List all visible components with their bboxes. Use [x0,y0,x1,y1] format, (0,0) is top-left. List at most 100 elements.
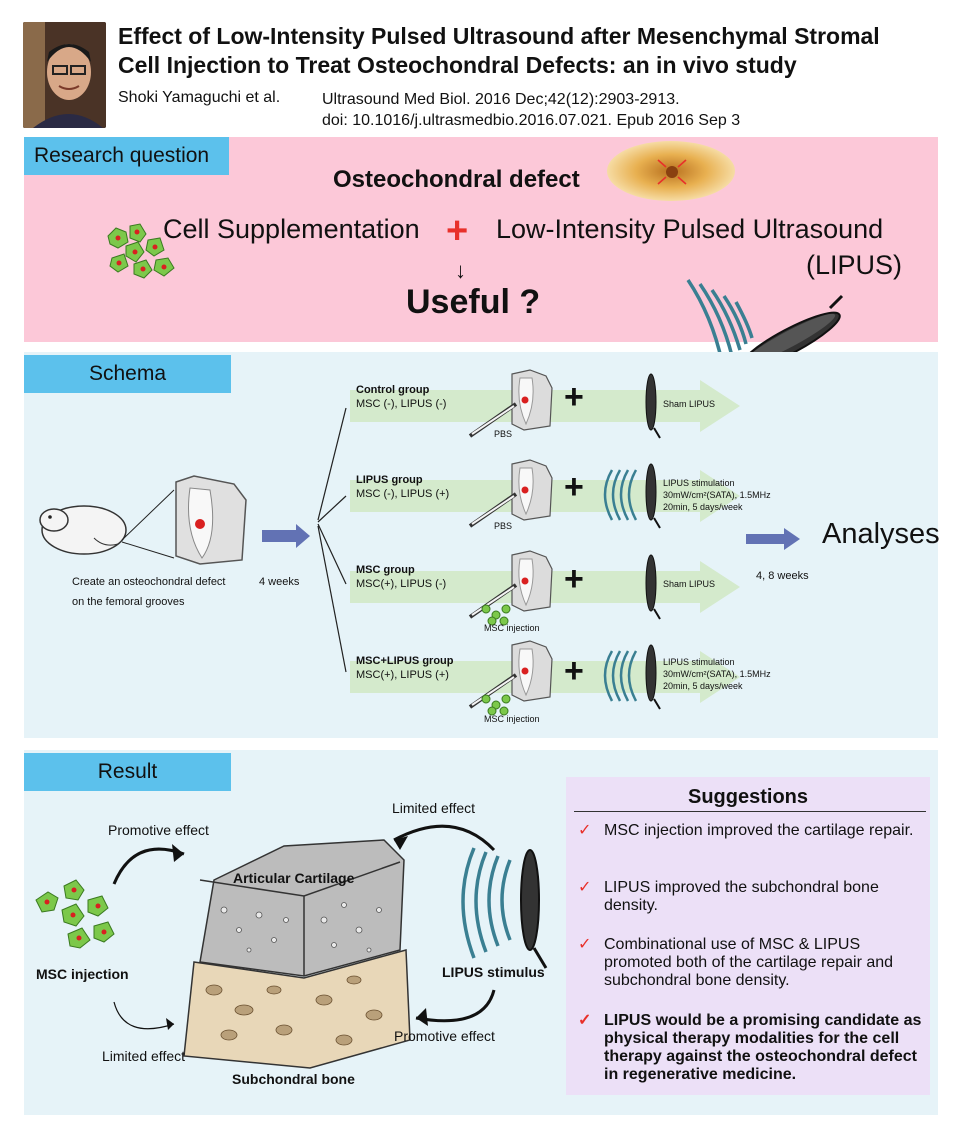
check-icon: ✓ [578,936,592,953]
cell-supplementation-label: Cell Supplementation [163,214,420,244]
msc-injection-label: MSC injection [36,966,129,982]
group-condition: MSC (-), LIPUS (-) [356,398,447,410]
group-name: MSC+LIPUS group [356,655,454,667]
limited-effect-top: Limited effect [392,800,476,816]
cell-cluster-icon [107,223,175,279]
suggestion-item-highlight: ✓ LIPUS would be a promising candidate a… [578,1012,923,1084]
group-name: LIPUS group [356,474,423,486]
lipus-full-label: Low-Intensity Pulsed Ultrasound [496,214,884,244]
defect-caption-1: Create an osteochondral defect [72,576,226,588]
treatment-line: LIPUS stimulation [663,478,735,488]
check-icon: ✓ [578,879,592,896]
msc-cell-icon [487,706,497,716]
ultrasound-wave [627,650,638,702]
probe-cable [653,517,661,529]
probe-icon [645,463,657,521]
rat-and-femur-drawing [39,475,310,565]
plus-sign: + [446,210,469,252]
title-line-2: Cell Injection to Treat Osteochondral De… [118,52,797,78]
treatment-label: Sham LIPUS [663,399,716,409]
msc-cell-icon [487,616,497,626]
injection-label: PBS [494,429,513,439]
group-lipus: LIPUS group MSC (-), LIPUS (+) [356,474,449,502]
suggestions-title: Suggestions [687,786,808,808]
promotive-effect-bottom: Promotive effect [394,1028,495,1044]
group-msc: MSC group MSC(+), LIPUS (-) [356,564,446,592]
msc-cell-icon [481,694,491,704]
msc-cell-icon [481,604,491,614]
timepoints-label: 4, 8 weeks [756,570,809,582]
plus-icon: + [564,560,584,598]
syringe-body [471,405,515,435]
cartilage-diagram [35,824,548,1069]
treatment-label: LIPUS stimulation 30mW/cm²(SATA), 1.5MHz… [663,656,771,692]
defect-dot [521,396,529,404]
suggestion-text: LIPUS would be a promising candidate as … [604,1012,922,1083]
syringe-body [471,495,515,525]
lipus-stimulus-label: LIPUS stimulus [442,964,545,980]
group-row-graphic [350,640,740,716]
injection-label: PBS [494,521,513,531]
title-line-1: Effect of Low-Intensity Pulsed Ultrasoun… [118,23,880,49]
group-condition: MSC (-), LIPUS (+) [356,488,450,500]
subchondral-bone-label: Subchondral bone [232,1071,355,1087]
injection-label: MSC injection [484,623,540,633]
group-row-graphic [350,369,740,439]
ultrasound-wave [611,469,622,521]
authors: Shoki Yamaguchi et al. [118,89,281,106]
msc-cell-icon [499,616,509,626]
group-msc-lipus: MSC+LIPUS group MSC(+), LIPUS (+) [356,655,453,683]
treatment-line: 20min, 5 days/week [663,681,743,691]
group-row-graphic [350,550,740,626]
lipus-abbr-label: (LIPUS) [806,250,903,280]
suggestion-item: ✓ MSC injection improved the cartilage r… [578,822,923,840]
paper-title: Effect of Low-Intensity Pulsed Ultrasoun… [118,22,958,80]
suggestions-divider [574,811,926,812]
probe-cable [653,427,661,439]
citation: Ultrasound Med Biol. 2016 Dec;42(12):290… [322,89,740,131]
ultrasound-wave [619,469,630,521]
syringe-body [471,676,515,706]
citation-doi: doi: 10.1016/j.ultrasmedbio.2016.07.021.… [322,112,741,129]
promotive-effect-top: Promotive effect [108,822,209,838]
analysis-arrow-icon [746,528,800,550]
citation-journal: Ultrasound Med Biol. 2016 Dec;42(12):290… [322,91,680,108]
analyses-label: Analyses [822,518,940,550]
treatment-line: 20min, 5 days/week [663,502,743,512]
useful-question: Useful ? [406,283,541,321]
probe-icon [645,373,657,431]
probe-icon [645,554,657,612]
ultrasound-wave [603,650,614,702]
treatment-line: LIPUS stimulation [663,657,735,667]
msc-cell-icon [499,706,509,716]
msc-cell-icon [501,694,511,704]
articular-cartilage-label: Articular Cartilage [233,870,355,886]
ultrasound-wave [603,469,614,521]
defect-dot [521,667,529,675]
msc-cell-icon [501,604,511,614]
group-name: Control group [356,384,430,396]
treatment-label: Sham LIPUS [663,579,716,589]
group-condition: MSC(+), LIPUS (+) [356,669,449,681]
defect-dot [521,577,529,585]
branch-lines [317,407,347,673]
defect-label: Osteochondral defect [333,166,580,193]
suggestion-text: LIPUS improved the subchondral bone dens… [604,879,879,914]
four-weeks-label: 4 weeks [259,576,300,588]
probe-cable [653,698,661,710]
group-name: MSC group [356,564,415,576]
suggestion-item: ✓ LIPUS improved the subchondral bone de… [578,879,923,915]
ultrasound-wave [611,650,622,702]
schema-tag: Schema [24,355,231,393]
limited-effect-bottom: Limited effect [102,1048,186,1064]
result-tag: Result [24,753,231,791]
syringe-body [471,586,515,616]
suggestion-item: ✓ Combinational use of MSC & LIPUS promo… [578,936,923,990]
defect-photo [607,141,735,201]
research-question-tag: Research question [24,137,229,175]
ultrasound-wave [619,650,630,702]
treatment-line: 30mW/cm²(SATA), 1.5MHz [663,490,771,500]
injection-label: MSC injection [484,714,540,724]
plus-icon: + [564,468,584,506]
